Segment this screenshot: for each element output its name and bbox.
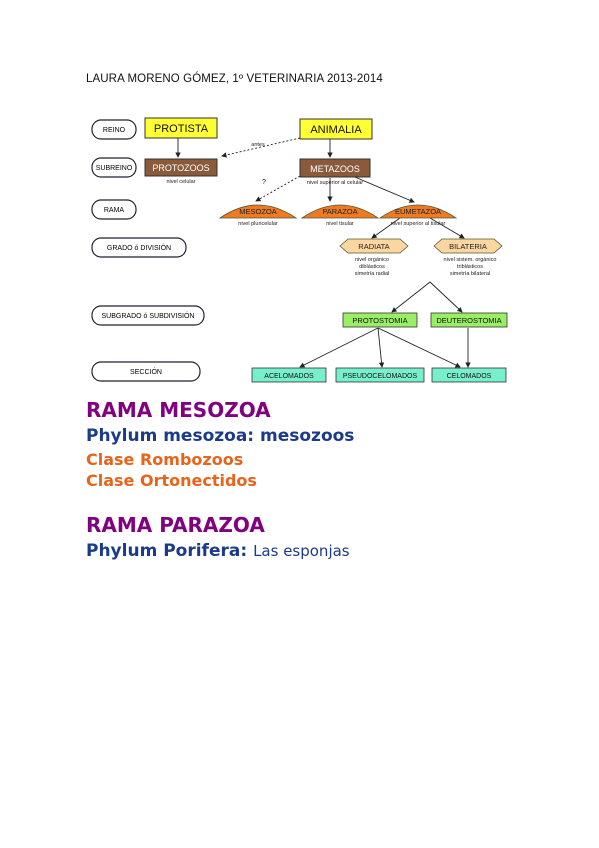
level-pill-subreino: [91, 157, 137, 178]
node-animalia-label: ANIMALIA: [310, 124, 362, 136]
level-label-seccion: SECCIÓN: [130, 367, 162, 376]
document-header: LAURA MORENO GÓMEZ, 1º VETERINARIA 2013-…: [86, 73, 383, 85]
node-acelomados: [251, 367, 327, 383]
node-metazoos-sub: nivel superior al celular: [307, 180, 363, 186]
edge-label-question: ?: [262, 179, 266, 186]
node-eumetazoa: [378, 204, 458, 219]
node-eumetazoa-sub: nivel superior al tisular: [391, 221, 446, 227]
node-protostomia: [342, 312, 418, 328]
text-clase-ortonectidos: Clase Ortonectidos: [86, 471, 257, 490]
node-protista: [144, 117, 218, 139]
node-protostomia-label: PROTOSTOMIA: [352, 316, 407, 325]
node-metazoos-label: METAZOOS: [310, 164, 360, 174]
node-protozoos-label: PROTOZOOS: [152, 163, 209, 173]
node-radiata-sub-3: simetría radial: [355, 271, 390, 277]
connectors: [175, 137, 471, 368]
level-label-subgrado: SUBGRADO ó SUBDIVISIÓN: [102, 311, 195, 320]
node-bilateria-label: BILATERIA: [449, 242, 487, 251]
text-clase-rombozoos: Clase Rombozoos: [86, 450, 244, 469]
node-bilateria-sub-2: triblásticos: [457, 264, 483, 270]
node-mesozoa-label: MESOZOA: [239, 207, 277, 216]
level-labels: REINO SUBREINO RAMA GRADO ó DIVISIÓN SUB…: [91, 119, 205, 382]
phylum-porifera-line: Phylum Porifera: Las esponjas: [86, 541, 350, 561]
node-radiata-label: RADIATA: [358, 242, 389, 251]
level-pill-grado: [91, 237, 187, 258]
node-bilateria: [433, 238, 503, 254]
node-parazoa-label: PARAZOA: [322, 207, 357, 216]
heading-rama-mesozoa: RAMA MESOZOA: [86, 398, 271, 422]
node-acelomados-label: ACELOMADOS: [264, 373, 314, 380]
node-animalia: [299, 118, 373, 140]
node-bilateria-sub-3: simetría bilateral: [450, 271, 490, 277]
heading-rama-parazoa: RAMA PARAZOA: [86, 513, 265, 537]
level-label-subreino: SUBREINO: [96, 165, 133, 172]
node-deuterostomia-label: DEUTEROSTOMIA: [436, 316, 501, 325]
node-protista-label: PROTISTA: [154, 123, 209, 135]
heading-phylum-mesozoa: Phylum mesozoa: mesozoos: [86, 426, 355, 446]
level-label-reino: REINO: [103, 127, 126, 134]
node-pseudocelomados: [335, 367, 425, 383]
node-protozoos-sub: nivel celular: [166, 179, 195, 185]
heading-phylum-porifera: Phylum Porifera:: [86, 541, 248, 561]
node-radiata: [339, 238, 409, 254]
level-pill-subgrado: [91, 305, 205, 326]
level-label-rama: RAMA: [104, 207, 125, 214]
node-celomados-label: CELOMADOS: [447, 373, 492, 380]
node-radiata-sub-2: diblásticos: [359, 264, 385, 270]
node-radiata-sub-1: nivel orgánico: [355, 257, 389, 263]
node-eumetazoa-label: EUMETAZOA: [395, 207, 441, 216]
node-pseudocelomados-label: PSEUDOCELOMADOS: [343, 373, 418, 380]
node-metazoos: [299, 158, 371, 178]
level-pill-rama: [91, 199, 137, 220]
level-label-grado: GRADO ó DIVISIÓN: [107, 243, 171, 252]
node-deuterostomia: [430, 312, 508, 328]
edge-label-antes: antes: [251, 142, 265, 148]
node-mesozoa: [218, 204, 298, 219]
node-parazoa-sub: nivel tisular: [326, 221, 354, 227]
text-porifera-desc: Las esponjas: [253, 542, 350, 560]
node-celomados: [431, 367, 507, 383]
taxonomy-diagram: REINO SUBREINO RAMA GRADO ó DIVISIÓN SUB…: [91, 117, 508, 383]
node-bilateria-sub-1: nivel sistem. orgánico: [444, 257, 497, 263]
node-protozoos: [144, 158, 218, 177]
level-pill-seccion: [91, 361, 201, 382]
node-mesozoa-sub: nivel pluricelular: [238, 221, 278, 227]
level-pill-reino: [91, 119, 137, 140]
node-parazoa: [300, 204, 380, 219]
